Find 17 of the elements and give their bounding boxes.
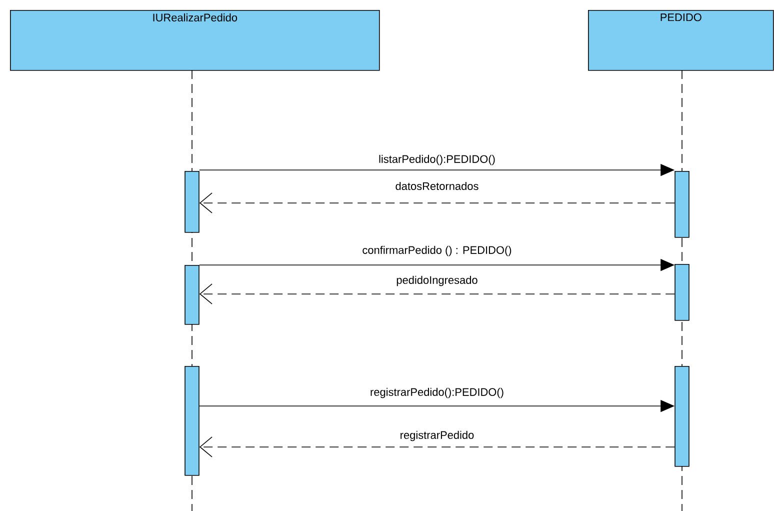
message-arrow xyxy=(199,192,675,214)
activation-bar xyxy=(184,171,200,233)
message-label: listarPedido():PEDIDO() xyxy=(376,152,498,168)
message-label: registrarPedido():PEDIDO() xyxy=(368,386,506,400)
message-label: confirmarPedido () : PEDIDO() xyxy=(360,244,514,258)
message-label: datosRetornados xyxy=(393,180,481,192)
message-arrow xyxy=(199,436,675,458)
activation-bar xyxy=(674,264,690,321)
activation-bar xyxy=(674,366,690,467)
activation-bar xyxy=(184,265,200,325)
activation-bar xyxy=(674,171,690,238)
message-label: registrarPedido xyxy=(398,428,476,444)
lifeline-head-box: PEDIDO xyxy=(588,10,774,71)
activation-bar xyxy=(184,366,200,476)
lifeline-head-box: IURealizarPedido xyxy=(10,10,380,71)
message-arrow xyxy=(199,284,675,304)
message-label: pedidoIngresado xyxy=(394,274,480,288)
